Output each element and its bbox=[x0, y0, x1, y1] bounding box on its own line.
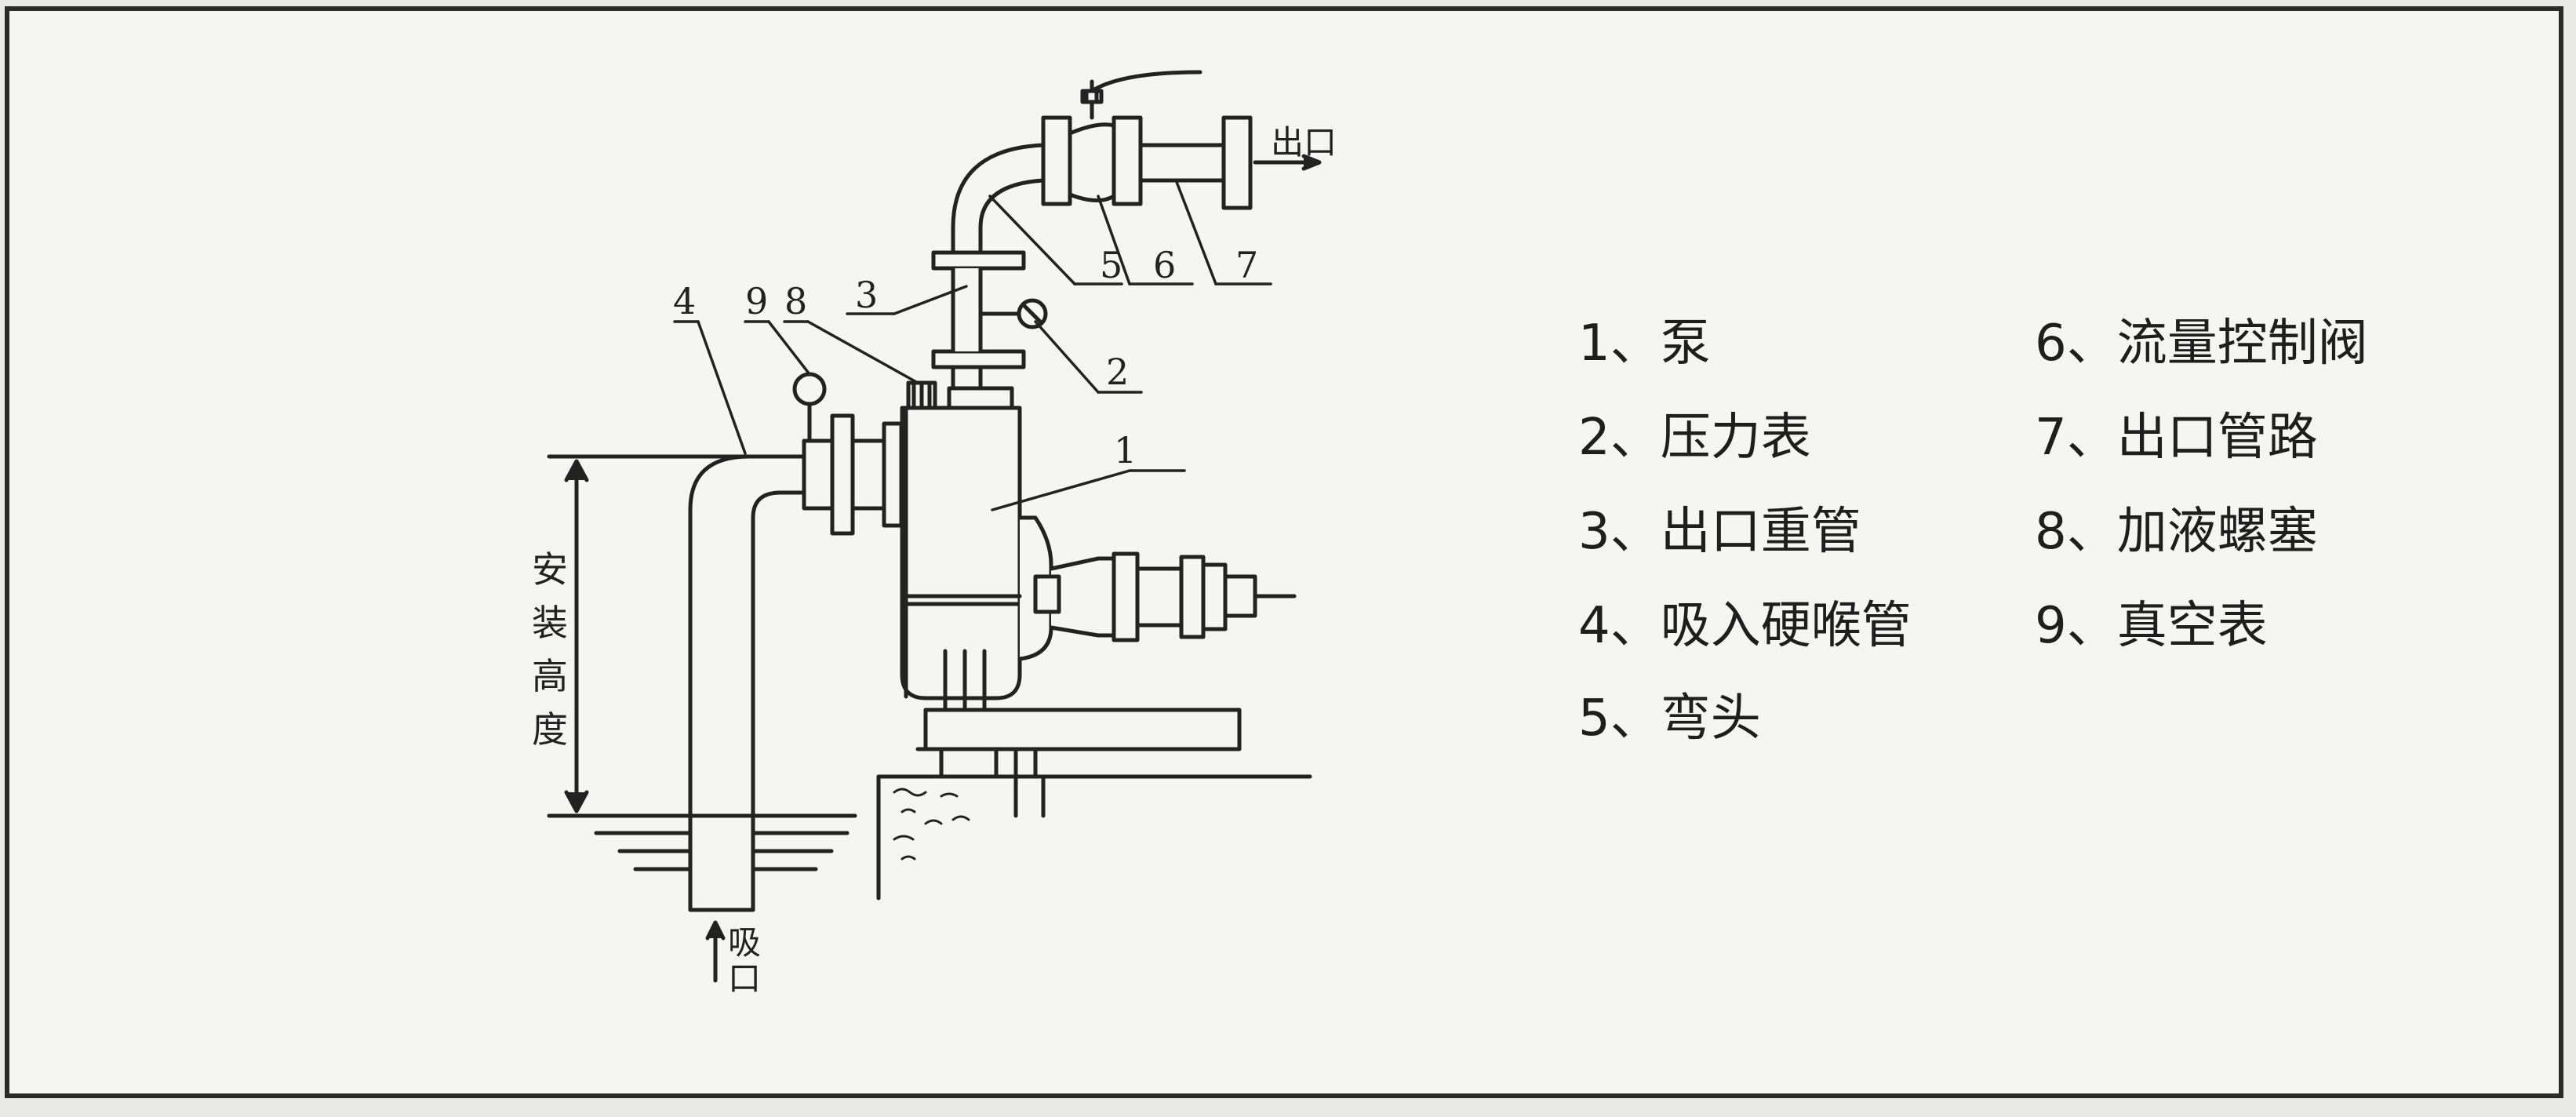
pump-drive-shaft bbox=[900, 515, 1297, 661]
outlet-pipe bbox=[1138, 115, 1322, 210]
suction-pipe bbox=[688, 454, 806, 912]
legend-item-outlet-riser: 3、出口重管 bbox=[1578, 503, 1861, 561]
legend-item-pressure-gauge: 2、压力表 bbox=[1578, 409, 1811, 467]
legend-item-outlet-pipe: 7、出口管路 bbox=[2035, 409, 2318, 467]
height-label-char-4: 度 bbox=[532, 708, 568, 751]
outlet-riser-pipe bbox=[931, 143, 1057, 410]
inlet-label-top: 吸 bbox=[728, 923, 761, 962]
flow-control-valve bbox=[1041, 70, 1202, 206]
installation-height-label: 安 装 高 度 bbox=[532, 548, 568, 751]
vacuum-gauge bbox=[792, 372, 827, 443]
callout-4: 4 bbox=[673, 280, 696, 322]
diagram-frame bbox=[5, 6, 2563, 1098]
callout-6: 6 bbox=[1153, 244, 1176, 286]
callout-8: 8 bbox=[784, 280, 807, 322]
callout-9: 9 bbox=[745, 280, 768, 322]
water-surface bbox=[547, 813, 857, 871]
legend-item-suction-pipe: 4、吸入硬喉管 bbox=[1578, 597, 1912, 655]
legend-item-flow-valve: 6、流量控制阀 bbox=[2035, 315, 2368, 373]
callout-numbers: 1 2 3 4 5 6 7 8 9 bbox=[673, 244, 1258, 471]
callout-1: 1 bbox=[1114, 429, 1137, 471]
callout-3: 3 bbox=[855, 274, 878, 316]
legend-item-elbow: 5、弯头 bbox=[1578, 689, 1761, 748]
inlet-arrow bbox=[705, 920, 726, 983]
installation-height-dimension bbox=[547, 454, 755, 813]
pump-body bbox=[900, 380, 1022, 724]
flow-labels: 出口 吸 口 bbox=[728, 123, 1337, 998]
legend-item-vacuum-gauge: 9、真空表 bbox=[2035, 597, 2268, 655]
suction-flange bbox=[802, 413, 904, 536]
pump-base bbox=[876, 708, 1312, 901]
inlet-label-bottom: 口 bbox=[728, 959, 761, 998]
height-label-char-2: 装 bbox=[532, 602, 568, 644]
outlet-label: 出口 bbox=[1271, 123, 1337, 162]
height-label-char-3: 高 bbox=[532, 655, 568, 697]
callout-7: 7 bbox=[1235, 244, 1258, 286]
callout-leaders bbox=[673, 180, 1272, 511]
height-label-char-1: 安 bbox=[532, 548, 568, 591]
legend-item-filler-plug: 8、加液螺塞 bbox=[2035, 503, 2318, 561]
callout-2: 2 bbox=[1106, 351, 1129, 393]
pressure-gauge bbox=[978, 298, 1048, 329]
callout-5: 5 bbox=[1100, 244, 1122, 286]
legend-item-pump: 1、泵 bbox=[1578, 315, 1711, 373]
